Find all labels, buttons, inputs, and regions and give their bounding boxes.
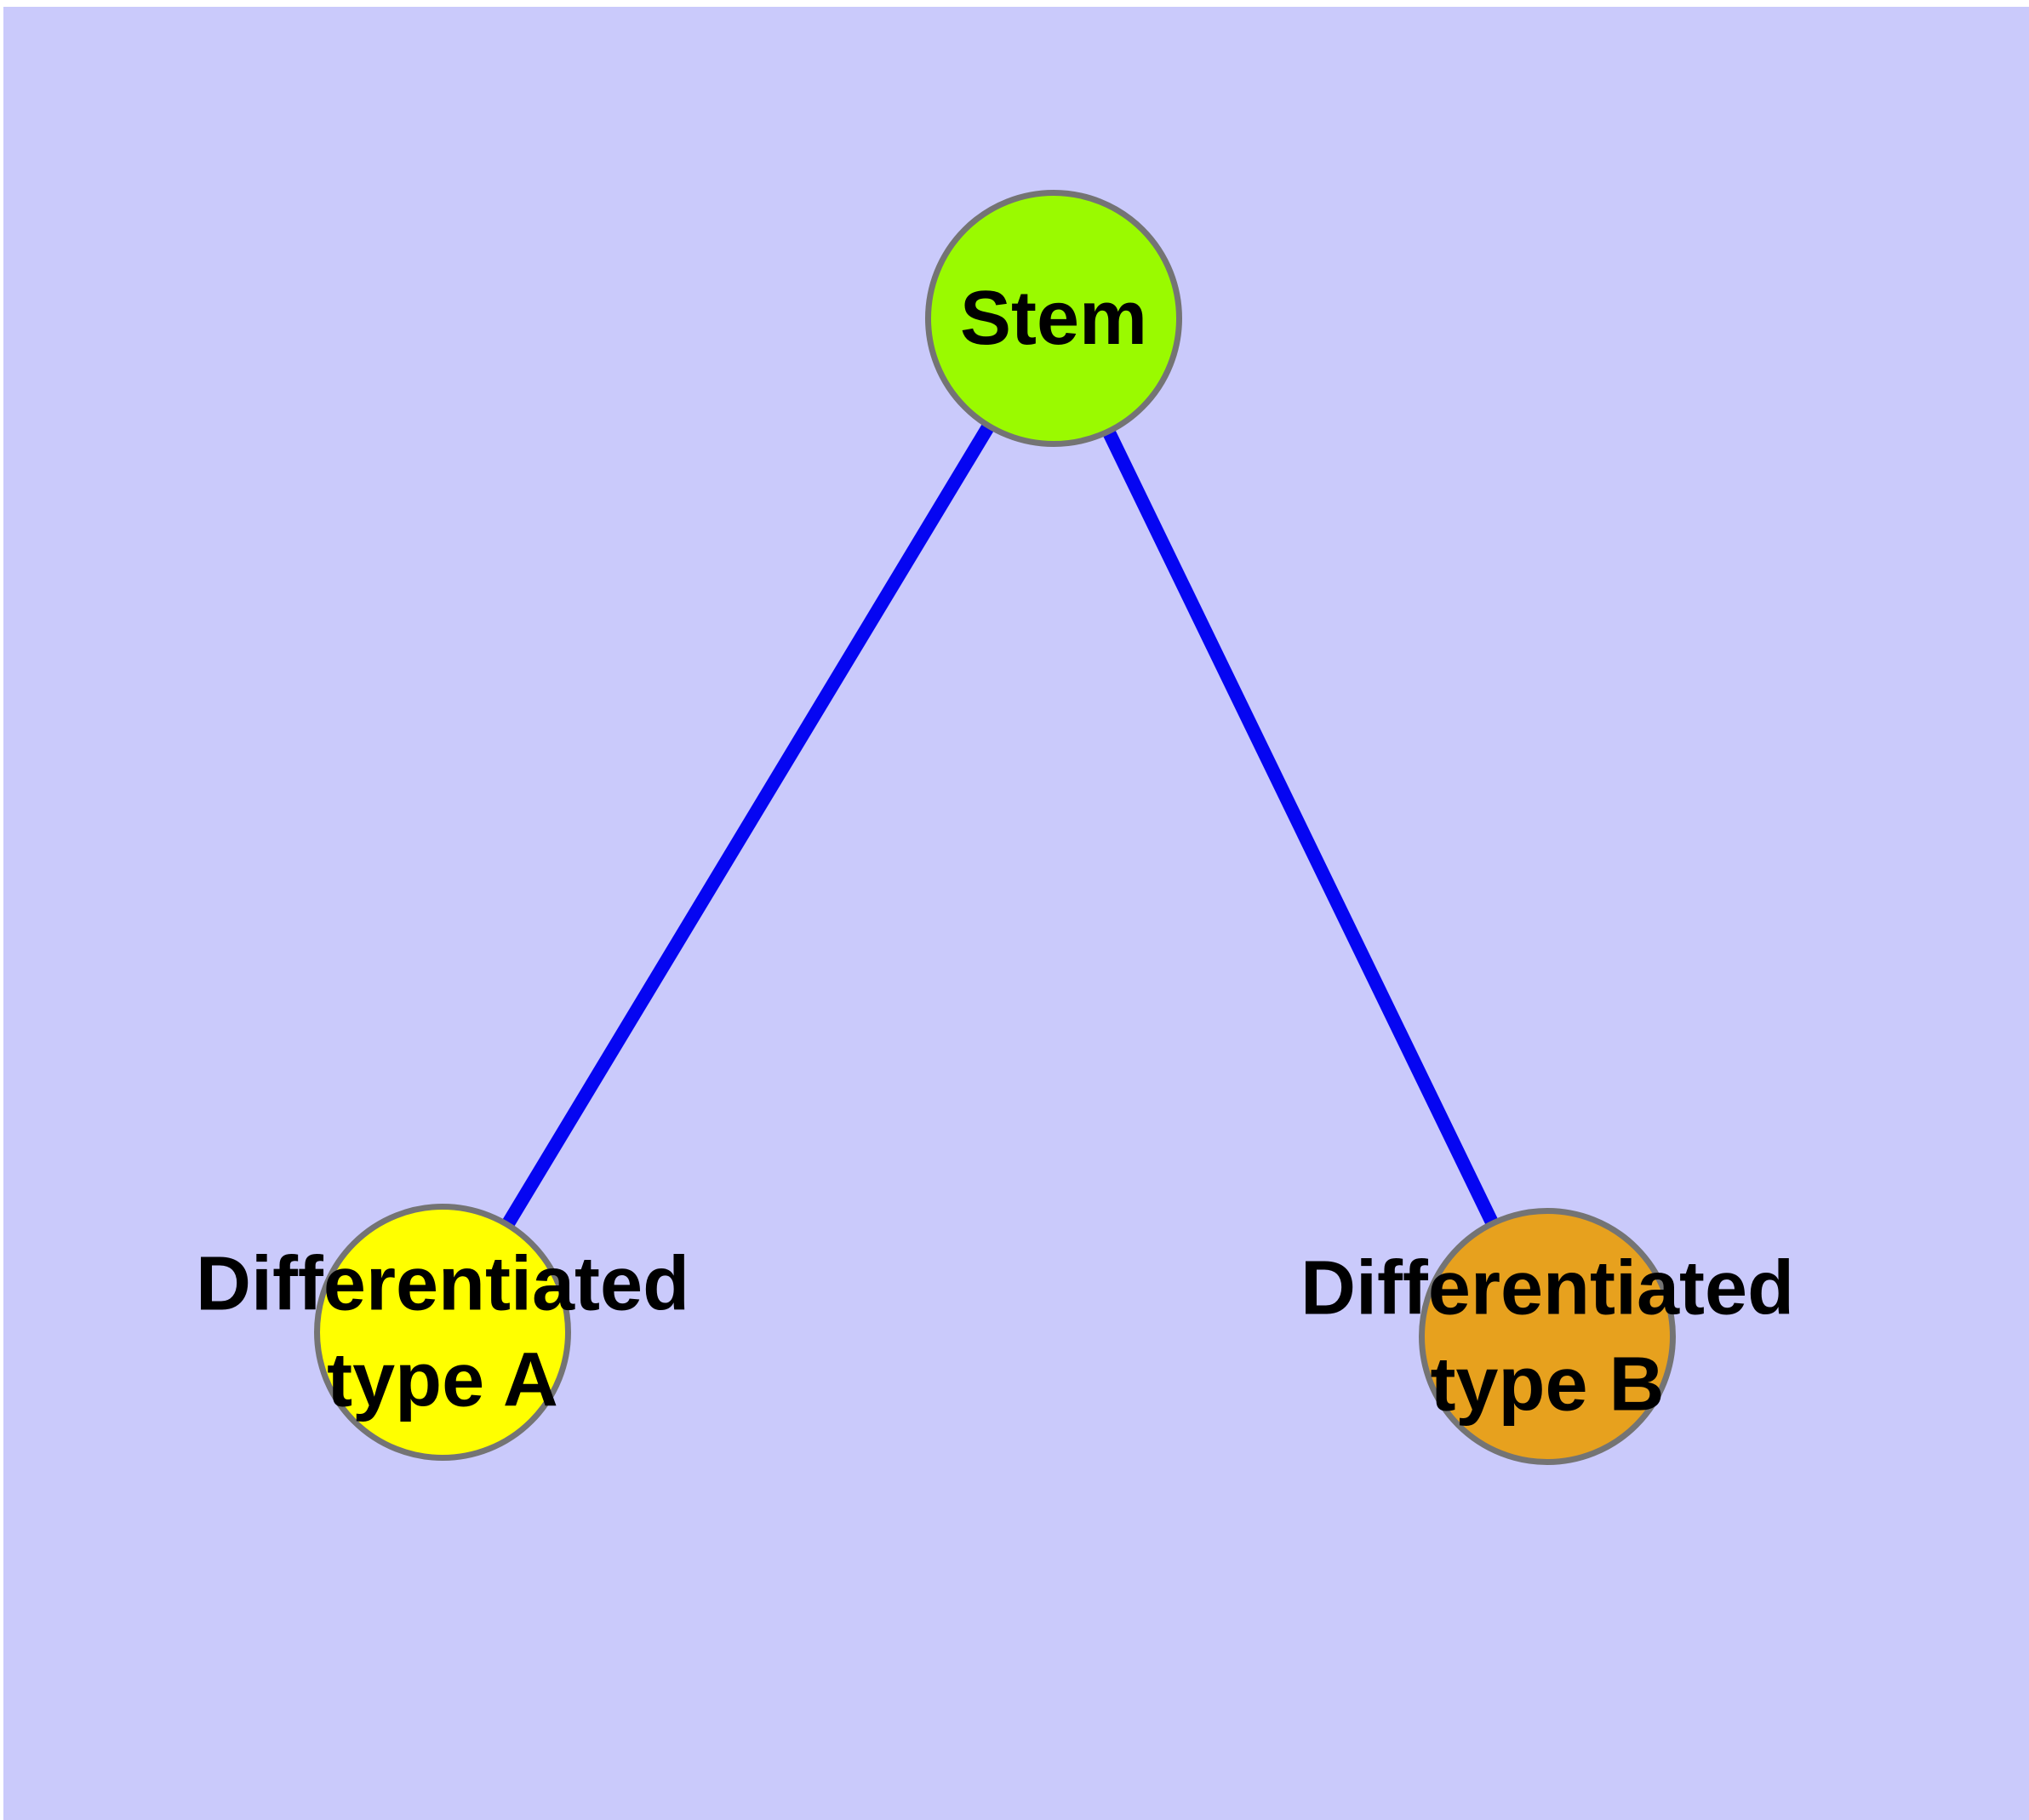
node-differentiated-type-b: Differentiated type B bbox=[1300, 1208, 1794, 1465]
node-differentiated-type-a: Differentiated type A bbox=[196, 1204, 689, 1461]
node-stem-label: Stem bbox=[959, 275, 1148, 361]
node-differentiated-type-b-label: Differentiated type B bbox=[1300, 1245, 1795, 1428]
node-stem: Stem bbox=[925, 190, 1182, 447]
node-differentiated-type-a-label: Differentiated type A bbox=[195, 1241, 690, 1423]
